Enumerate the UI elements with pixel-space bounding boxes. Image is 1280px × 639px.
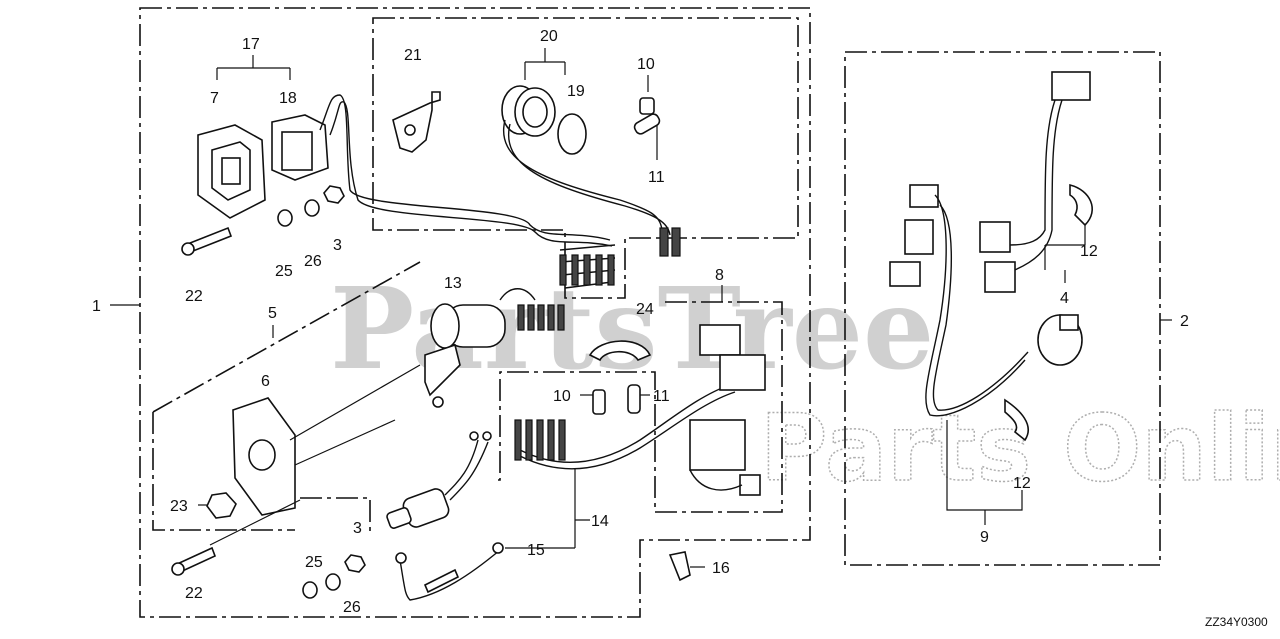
screw-upper xyxy=(639,97,655,115)
leader-17 xyxy=(216,55,291,80)
callout-23: 23 xyxy=(170,498,188,515)
callout-26-lower: 26 xyxy=(343,599,361,616)
callout-22-upper: 22 xyxy=(185,288,203,305)
pin-upper xyxy=(633,113,661,135)
bracket-hole xyxy=(404,124,416,136)
callout-19: 19 xyxy=(567,83,585,100)
callout-18: 18 xyxy=(279,90,297,107)
callout-26-upper: 26 xyxy=(304,253,322,270)
callout-10-upper: 10 xyxy=(637,56,655,73)
callout-9: 9 xyxy=(980,529,989,546)
harness-clip-upper xyxy=(1069,183,1094,227)
callout-11-upper: 11 xyxy=(648,169,665,186)
callout-21: 21 xyxy=(404,47,422,64)
leader-4 xyxy=(1044,225,1086,283)
washer-lower-25 xyxy=(302,581,318,599)
callout-3-lower: 3 xyxy=(353,520,362,537)
harness-clamp xyxy=(588,340,652,362)
callout-14: 14 xyxy=(591,513,609,530)
washer-upper-25 xyxy=(277,209,293,227)
washer-upper-26 xyxy=(304,199,320,217)
sub-harness-9 xyxy=(889,184,1083,417)
leader-9 xyxy=(946,420,1023,525)
pin-lower xyxy=(627,384,641,414)
meter-lens xyxy=(557,113,587,155)
callout-20: 20 xyxy=(540,28,558,45)
cover-plate xyxy=(197,124,266,219)
sub-harness-4 xyxy=(979,71,1091,293)
explode-line-3 xyxy=(209,499,301,546)
callout-16: 16 xyxy=(712,560,730,577)
washer-lower-26 xyxy=(325,573,341,591)
watermark-text: PartsTree xyxy=(330,264,934,395)
bolt-lower xyxy=(171,546,217,576)
group-box-1 xyxy=(139,7,811,618)
explode-line-1 xyxy=(289,364,421,441)
leader-14-15 xyxy=(505,468,590,549)
meter-bracket xyxy=(392,91,441,153)
nut-lower-3 xyxy=(344,554,366,573)
callout-2: 2 xyxy=(1180,313,1189,330)
callout-17: 17 xyxy=(242,36,260,53)
explode-line-2 xyxy=(294,419,396,466)
callout-12-upper: 12 xyxy=(1080,243,1098,260)
callout-10-lower: 10 xyxy=(553,388,571,405)
nut-upper-3 xyxy=(323,185,345,204)
harness-clip-lower xyxy=(1004,398,1029,442)
group-box-2 xyxy=(844,51,1161,566)
callout-12-lower: 12 xyxy=(1013,475,1031,492)
callout-4: 4 xyxy=(1060,290,1069,307)
leader-20 xyxy=(524,48,566,80)
callout-25-lower: 25 xyxy=(305,554,323,571)
callout-15: 15 xyxy=(527,542,545,559)
callout-22-lower: 22 xyxy=(185,585,203,602)
callout-labels: 1 2 3 3 4 5 6 7 8 9 10 10 11 11 12 12 13… xyxy=(92,28,1189,616)
group-box-harness-8 xyxy=(498,301,783,513)
group-box-meter-subassembly xyxy=(372,17,799,299)
callout-5: 5 xyxy=(268,305,277,322)
bolt-upper xyxy=(181,226,233,256)
callout-13: 13 xyxy=(444,275,462,292)
diagram-code: ZZ34Y0300 xyxy=(1205,615,1268,629)
nut-23 xyxy=(206,492,237,519)
callout-24: 24 xyxy=(636,301,654,318)
key xyxy=(424,343,461,408)
screw-lower xyxy=(592,389,606,415)
callout-8: 8 xyxy=(715,267,724,284)
ignition-switch xyxy=(430,288,565,349)
clip-16 xyxy=(668,551,691,582)
switch-panel-plate xyxy=(232,397,296,516)
terminal-cluster-upper xyxy=(559,244,616,289)
solenoid-cable xyxy=(395,542,504,601)
callout-1: 1 xyxy=(92,298,101,315)
callout-25-upper: 25 xyxy=(275,263,293,280)
hour-meter xyxy=(501,85,681,257)
callout-11-lower: 11 xyxy=(653,388,670,405)
main-wire-harness xyxy=(514,324,766,496)
callout-3-upper: 3 xyxy=(333,237,342,254)
callout-7: 7 xyxy=(210,90,219,107)
hour-meter-socket xyxy=(271,94,613,247)
solenoid xyxy=(386,431,492,529)
group-box-5 xyxy=(152,261,421,535)
callout-6: 6 xyxy=(261,373,270,390)
